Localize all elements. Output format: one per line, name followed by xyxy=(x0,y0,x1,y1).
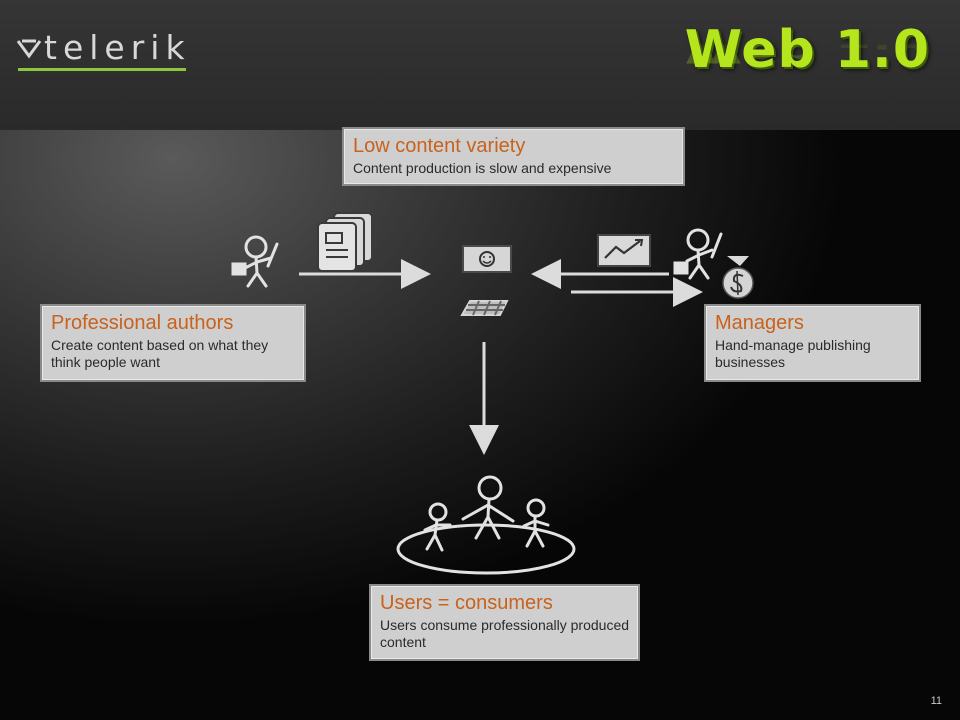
telerik-logo: telerik xyxy=(16,26,188,76)
page-number: 11 xyxy=(930,695,942,707)
website-icon xyxy=(462,245,512,273)
managers-desc: Hand-manage publishing businesses xyxy=(715,337,871,370)
header-band xyxy=(0,0,960,130)
telerik-mark-icon xyxy=(16,39,42,59)
users-title: Users = consumers xyxy=(380,592,553,614)
authors-title: Professional authors xyxy=(51,312,234,334)
logo-underline xyxy=(18,68,186,71)
content-variety-box: Low content variety Content production i… xyxy=(342,127,685,186)
logo-text: telerik xyxy=(44,28,191,67)
chart-icon xyxy=(597,234,651,267)
author-figure-icon xyxy=(231,235,279,288)
managers-box: Managers Hand-manage publishing business… xyxy=(704,304,921,382)
content-variety-desc: Content production is slow and expensive xyxy=(353,160,612,176)
users-group-icon xyxy=(396,475,576,575)
users-box: Users = consumers Users consume professi… xyxy=(369,584,640,661)
manager-figure-icon xyxy=(673,228,723,280)
documents-icon xyxy=(317,212,373,272)
users-desc: Users consume professionally produced co… xyxy=(380,617,630,650)
authors-desc: Create content based on what they think … xyxy=(51,337,269,370)
content-variety-title: Low content variety xyxy=(353,135,526,157)
arrows xyxy=(299,259,703,455)
authors-box: Professional authors Create content base… xyxy=(40,304,306,382)
slide-title: Web 1.0 xyxy=(684,20,930,80)
money-bag-icon xyxy=(722,256,754,299)
keyboard-icon xyxy=(460,300,509,316)
managers-title: Managers xyxy=(715,312,804,334)
